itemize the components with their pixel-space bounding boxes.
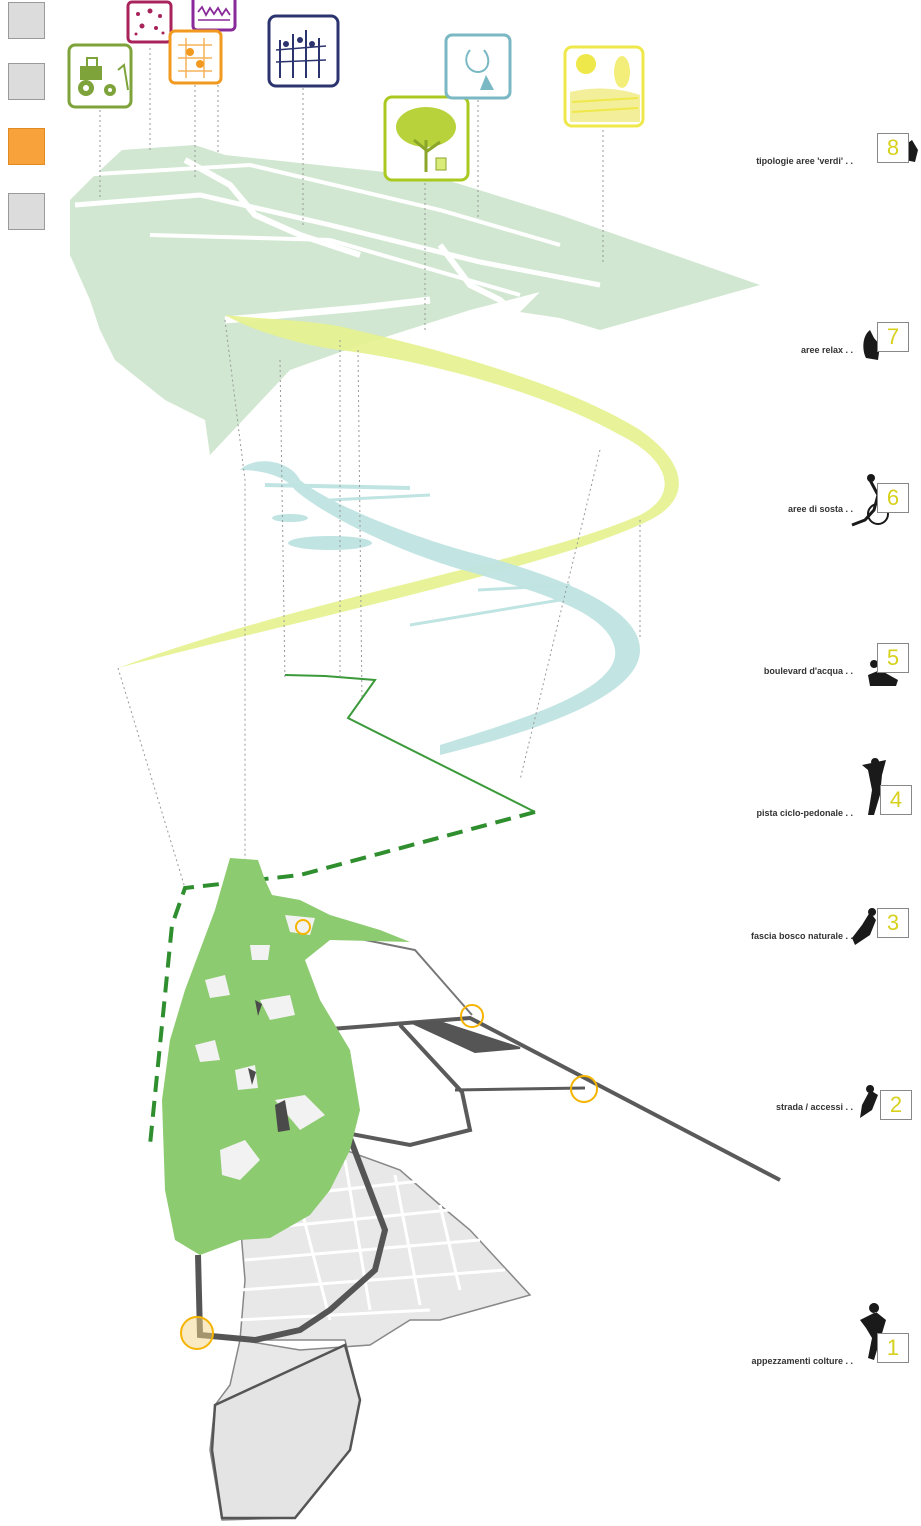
water-branch	[265, 485, 410, 488]
layer-number[interactable]: 1	[877, 1333, 909, 1363]
vineyard-icon	[269, 16, 338, 86]
hedge-icon	[193, 0, 235, 30]
person-silhouette-icon	[860, 1085, 878, 1118]
layer-nav-square-active[interactable]	[8, 128, 45, 165]
fruit-tree-icon	[385, 97, 468, 180]
green-areas-layer	[70, 145, 760, 455]
access-ring	[181, 1317, 213, 1349]
layer-number[interactable]: 8	[877, 133, 909, 163]
layer-label: boulevard d'acqua . .	[764, 666, 853, 676]
layer-number[interactable]: 3	[877, 908, 909, 938]
road	[455, 1088, 585, 1090]
layer-label: strada / accessi . .	[776, 1102, 853, 1112]
layer-nav-square[interactable]	[8, 193, 45, 230]
layer-number[interactable]: 5	[877, 643, 909, 673]
tractor-icon	[69, 45, 131, 107]
water-branch	[330, 495, 430, 500]
water-channel	[240, 461, 640, 755]
bike-path	[285, 675, 535, 812]
layer-number[interactable]: 2	[880, 1090, 912, 1120]
layer-number[interactable]: 4	[880, 785, 912, 815]
layer-label: tipologie aree 'verdi' . .	[756, 156, 853, 166]
road	[315, 930, 472, 1015]
person-silhouette-icon	[852, 908, 876, 945]
layer-number[interactable]: 7	[877, 322, 909, 352]
garden-plot-icon	[170, 31, 221, 83]
projection-line	[118, 668, 185, 888]
layer-label: aree relax . .	[801, 345, 853, 355]
layer-nav-square[interactable]	[8, 2, 45, 39]
water-pond	[272, 514, 308, 522]
layer-label: appezzamenti colture . .	[751, 1356, 853, 1366]
layer-number[interactable]: 6	[877, 483, 909, 513]
access-ring	[461, 1005, 483, 1027]
forest-clearing	[250, 945, 270, 960]
landscape-fields-icon	[565, 47, 643, 126]
water-pond	[288, 536, 372, 550]
layer-label: aree di sosta . .	[788, 504, 853, 514]
layer-nav-square[interactable]	[8, 63, 45, 100]
road	[318, 1018, 780, 1180]
layer-label: pista ciclo-pedonale . .	[756, 808, 853, 818]
water-boulevard-layer	[240, 461, 640, 755]
water-branch	[410, 600, 560, 625]
layer-label: fascia bosco naturale . .	[751, 931, 853, 941]
orchard-water-icon	[446, 35, 510, 98]
scattered-plants-icon	[128, 2, 171, 42]
